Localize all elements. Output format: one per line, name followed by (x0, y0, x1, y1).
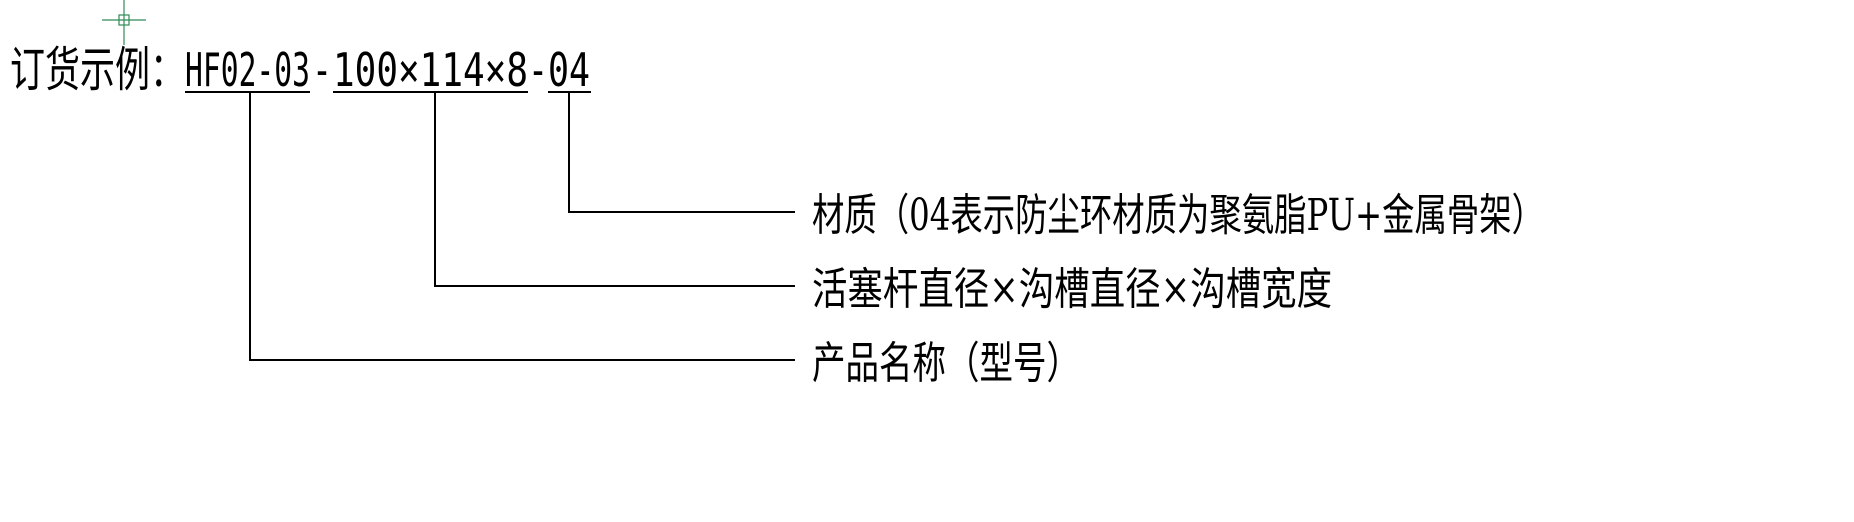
material-callout: 材质（04表示防尘环材质为聚氨脂PU+金属骨架） (812, 190, 1544, 241)
product-name-leader-line (249, 92, 795, 361)
dimensions-code-segment: 100×114×8 (333, 43, 528, 97)
product-code-segment: HF02-03 (185, 43, 310, 97)
cad-crosshair-icon (102, 0, 146, 45)
dimensions-leader-line (434, 92, 795, 287)
dimensions-callout: 活塞杆直径×沟槽直径×沟槽宽度 (812, 264, 1332, 315)
material-code-segment: 04 (548, 43, 590, 97)
material-leader-line (568, 92, 795, 213)
order-example-label: 订货示例： (10, 42, 185, 98)
separator-2: - (528, 43, 548, 97)
separator-1: - (312, 43, 332, 97)
product-name-callout: 产品名称（型号） (812, 338, 1080, 389)
